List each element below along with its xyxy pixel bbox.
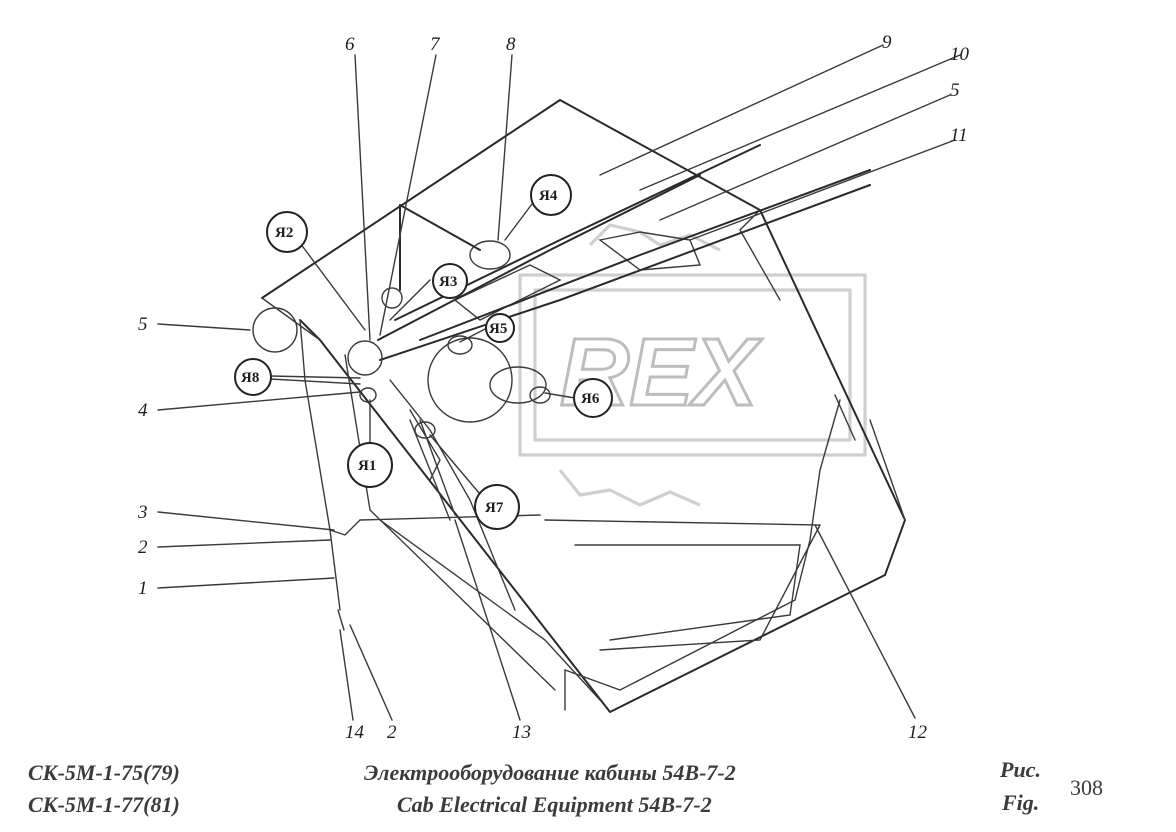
figure-number: 308 — [1070, 775, 1103, 800]
model-number-2: СК-5М-1-77(81) — [28, 792, 180, 817]
callout-11: 11 — [950, 125, 968, 146]
svg-text:Я2: Я2 — [275, 225, 293, 241]
model-number-1: СК-5М-1-75(79) — [28, 760, 180, 785]
callout-2-left: 2 — [138, 537, 148, 558]
connector-ya4: Я4 — [530, 174, 572, 216]
callout-12: 12 — [908, 722, 928, 743]
figure-label-english: Fig. — [1002, 790, 1040, 815]
callout-7: 7 — [430, 34, 441, 55]
callout-numbers: 1 2 3 4 5 6 7 8 9 10 5 11 14 2 13 12 — [137, 32, 970, 743]
leader-lines — [157, 44, 961, 721]
connector-labels: Я2 Я4 Я3 Я5 Я8 Я6 Я1 Я7 — [234, 174, 613, 530]
connector-ya8: Я8 — [234, 358, 272, 396]
svg-text:Я3: Я3 — [439, 274, 457, 290]
figure-label-russian: Рис. — [1000, 757, 1041, 782]
connector-ya3: Я3 — [432, 263, 468, 299]
connector-ya1: Я1 — [347, 442, 393, 488]
title-russian: Электрооборудование кабины 54В-7-2 — [364, 760, 736, 785]
title-english: Cab Electrical Equipment 54В-7-2 — [397, 792, 712, 817]
callout-8: 8 — [506, 34, 516, 55]
connector-ya7: Я7 — [474, 484, 520, 530]
connector-ya2: Я2 — [266, 211, 308, 253]
connector-ya5: Я5 — [485, 313, 515, 343]
connector-ya6: Я6 — [573, 378, 613, 418]
wiring-harness — [252, 144, 871, 711]
callout-10: 10 — [950, 44, 970, 65]
callout-13: 13 — [512, 722, 531, 743]
svg-text:Я8: Я8 — [241, 370, 259, 386]
callout-1: 1 — [138, 578, 148, 599]
svg-text:Я7: Я7 — [485, 500, 504, 516]
svg-text:Я1: Я1 — [358, 458, 376, 474]
rex-watermark: REX — [518, 223, 867, 507]
callout-6: 6 — [345, 34, 355, 55]
callout-14: 14 — [345, 722, 365, 743]
svg-text:Я6: Я6 — [581, 391, 600, 407]
callout-9: 9 — [882, 32, 892, 53]
callout-3: 3 — [137, 502, 148, 523]
svg-text:Я4: Я4 — [539, 188, 558, 204]
svg-text:Я5: Я5 — [489, 321, 507, 337]
callout-2-bottom: 2 — [387, 722, 397, 743]
callout-5-left: 5 — [138, 314, 148, 335]
callout-5-right: 5 — [950, 80, 960, 101]
callout-4: 4 — [138, 400, 148, 421]
